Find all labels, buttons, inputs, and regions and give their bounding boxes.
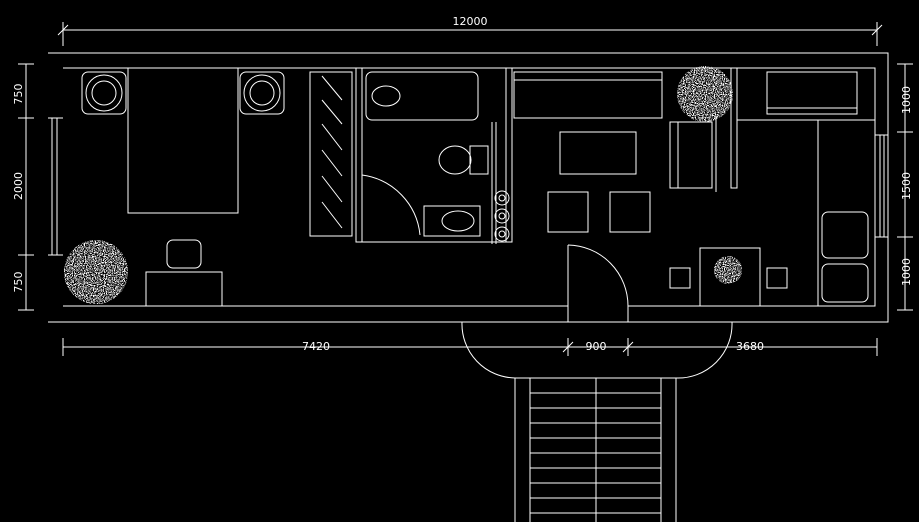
bedroom <box>64 67 285 307</box>
flower-vase-icon <box>714 256 742 284</box>
dimension-label-right-middle: 1500 <box>900 172 913 200</box>
dimension-left: 750 2000 750 <box>12 63 34 311</box>
dimension-label-left-bottom: 750 <box>12 272 25 293</box>
bathroom <box>365 71 510 244</box>
sofa <box>513 71 663 119</box>
toilet-icon <box>438 145 489 175</box>
sink-icon <box>423 205 481 237</box>
dimension-label-left-top: 750 <box>12 84 25 105</box>
dimension-label-door: 900 <box>586 340 607 353</box>
pouf-right <box>609 191 651 233</box>
plant-icon <box>677 66 733 122</box>
dimension-label-bottom-left: 7420 <box>302 340 330 353</box>
plant-icon <box>64 240 128 304</box>
dimension-bottom: 7420 900 3680 <box>62 338 878 356</box>
walls <box>48 52 889 323</box>
dimension-overall: 12000 <box>57 15 883 46</box>
kitchen-counter <box>766 71 858 115</box>
living-area <box>513 66 733 233</box>
pouf-left <box>547 191 589 233</box>
radiator-valves-icon <box>494 190 510 242</box>
stove-top <box>821 211 869 259</box>
entrance-landing <box>461 321 733 379</box>
desk <box>145 271 223 307</box>
dining-table <box>699 247 761 307</box>
partitions <box>355 67 875 243</box>
coffee-table <box>559 131 637 175</box>
dimension-label-right-bottom: 1000 <box>900 258 913 286</box>
dimension-label-left-middle: 2000 <box>12 172 25 200</box>
dimension-label-bottom-right: 3680 <box>736 340 764 353</box>
kitchen <box>669 71 869 307</box>
dimension-label-overall: 12000 <box>453 15 488 28</box>
bathroom-door-swing <box>361 174 421 242</box>
kitchen-sink <box>821 263 869 303</box>
dimension-right: 1000 1500 1000 <box>897 63 913 311</box>
staircase <box>514 377 677 522</box>
dimension-label-right-top: 1000 <box>900 86 913 114</box>
nightstand-lamp-left-icon <box>81 71 127 115</box>
armchair <box>669 121 713 189</box>
bed <box>127 67 239 214</box>
dining-chair-right <box>766 267 788 289</box>
entrance-door-swing <box>567 244 629 307</box>
dining-chair-left <box>669 267 691 289</box>
wardrobe <box>309 71 353 237</box>
nightstand-lamp-right-icon <box>239 71 285 115</box>
bathtub <box>365 71 479 121</box>
desk-chair <box>166 239 202 269</box>
